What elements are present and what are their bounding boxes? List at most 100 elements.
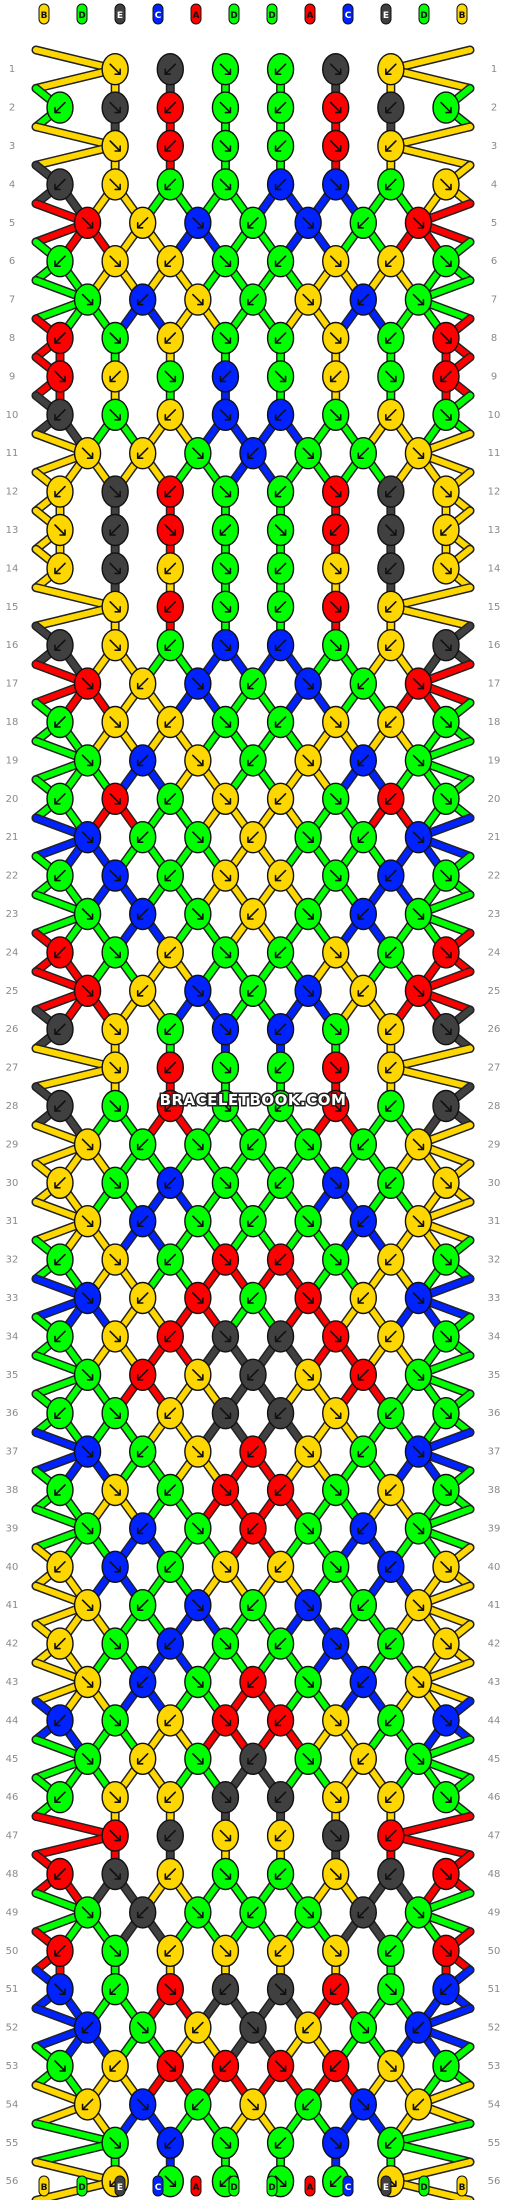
strand-letter: C xyxy=(345,2183,352,2193)
row-number-left: 35 xyxy=(6,1370,19,1381)
knot xyxy=(322,1166,350,1200)
knot-arrow-icon xyxy=(54,1983,66,1995)
knot-arrow-icon xyxy=(164,140,177,152)
knot xyxy=(156,398,184,431)
strand-label-top: D xyxy=(76,3,88,25)
knot xyxy=(73,1204,102,1238)
row-number-left: 39 xyxy=(6,1523,19,1534)
knot-arrow-icon xyxy=(109,716,121,728)
row-number-left: 21 xyxy=(6,832,19,843)
knot xyxy=(73,437,102,470)
knot xyxy=(322,1473,350,1507)
knot-arrow-icon xyxy=(274,2060,287,2072)
knot xyxy=(377,1627,405,1660)
knot xyxy=(184,1358,212,1392)
knot-arrow-icon xyxy=(81,2021,94,2034)
knot xyxy=(156,1550,184,1584)
knot-arrow-icon xyxy=(385,793,397,805)
knot xyxy=(46,1243,74,1276)
row-number-left: 13 xyxy=(6,525,19,536)
knot xyxy=(73,1358,102,1392)
knot xyxy=(239,821,267,854)
knot-arrow-icon xyxy=(412,1445,425,1458)
knot xyxy=(73,667,102,700)
knot-arrow-icon xyxy=(192,754,204,767)
row-number-left: 18 xyxy=(6,717,19,728)
knot-arrow-icon xyxy=(109,1253,121,1266)
knot xyxy=(432,1320,460,1353)
strand-letter: E xyxy=(117,11,123,21)
knot-arrow-icon xyxy=(54,101,66,114)
knot xyxy=(322,513,350,547)
knot xyxy=(46,398,74,431)
knot-arrow-icon xyxy=(109,793,121,805)
knot xyxy=(377,1396,405,1430)
strand-letter: D xyxy=(268,2183,275,2193)
knot xyxy=(211,1012,240,1046)
knot-arrow-icon xyxy=(440,524,452,536)
knot-arrow-icon xyxy=(109,524,121,536)
row-number-left: 38 xyxy=(6,1485,19,1496)
strand-label-bottom: E xyxy=(380,2175,392,2197)
knot xyxy=(101,1627,129,1660)
knot-arrow-icon xyxy=(54,1945,66,1957)
knot xyxy=(294,1742,322,1776)
knot-arrow-icon xyxy=(219,1023,232,1035)
row-number-left: 2 xyxy=(9,103,15,114)
row-number-right: 33 xyxy=(488,1293,501,1304)
knot-arrow-icon xyxy=(302,1445,314,1458)
knot xyxy=(129,1281,157,1315)
knot xyxy=(184,1281,212,1315)
knot xyxy=(266,1396,295,1430)
knot xyxy=(46,245,74,278)
knot xyxy=(46,1473,74,1507)
knot-arrow-icon xyxy=(247,1138,259,1151)
knot-arrow-icon xyxy=(219,1061,232,1074)
knot xyxy=(101,1819,129,1852)
knot xyxy=(266,1780,295,1814)
knot-arrow-icon xyxy=(164,409,177,421)
knot-arrow-icon xyxy=(164,1177,177,1189)
knot-arrow-icon xyxy=(412,1599,425,1611)
strand-label-top: A xyxy=(190,3,202,25)
knot-arrow-icon xyxy=(247,1676,259,1688)
row-number-right: 30 xyxy=(488,1178,501,1189)
knot xyxy=(404,897,433,931)
strand-letter: C xyxy=(345,11,352,21)
knot-arrow-icon xyxy=(385,946,397,959)
knot-arrow-icon xyxy=(136,1753,149,1765)
knot xyxy=(266,1550,295,1584)
knot-arrow-icon xyxy=(385,255,397,267)
strand-label-top: E xyxy=(114,3,126,25)
knot-arrow-icon xyxy=(81,293,94,306)
knot-arrow-icon xyxy=(274,63,287,75)
knot xyxy=(129,1358,157,1392)
knot-arrow-icon xyxy=(109,332,121,344)
knot-arrow-icon xyxy=(192,1369,204,1381)
knot-arrow-icon xyxy=(109,1714,121,1727)
knot xyxy=(349,1896,377,1929)
knot xyxy=(46,552,74,585)
row-number-right: 19 xyxy=(488,755,501,766)
knot-arrow-icon xyxy=(329,1330,342,1343)
knot xyxy=(377,705,405,739)
knot xyxy=(239,283,267,316)
knot-arrow-icon xyxy=(164,1983,177,1995)
knot xyxy=(432,398,460,431)
knot xyxy=(294,206,322,240)
knot-arrow-icon xyxy=(302,1215,314,1227)
knot xyxy=(156,1396,184,1430)
knot-arrow-icon xyxy=(164,1484,177,1496)
row-number-left: 27 xyxy=(6,1063,19,1074)
knot-arrow-icon xyxy=(54,178,66,191)
row-number-left: 9 xyxy=(9,371,15,382)
strand-letter: D xyxy=(78,2183,85,2193)
row-number-right: 41 xyxy=(488,1600,501,1611)
knot xyxy=(239,744,267,777)
knot-arrow-icon xyxy=(164,1100,177,1112)
knot xyxy=(73,1665,102,1699)
strand-label-top: D xyxy=(418,3,430,25)
row-number-right: 47 xyxy=(488,1831,501,1842)
knot-arrow-icon xyxy=(385,1330,397,1343)
knot-arrow-icon xyxy=(357,2021,370,2034)
